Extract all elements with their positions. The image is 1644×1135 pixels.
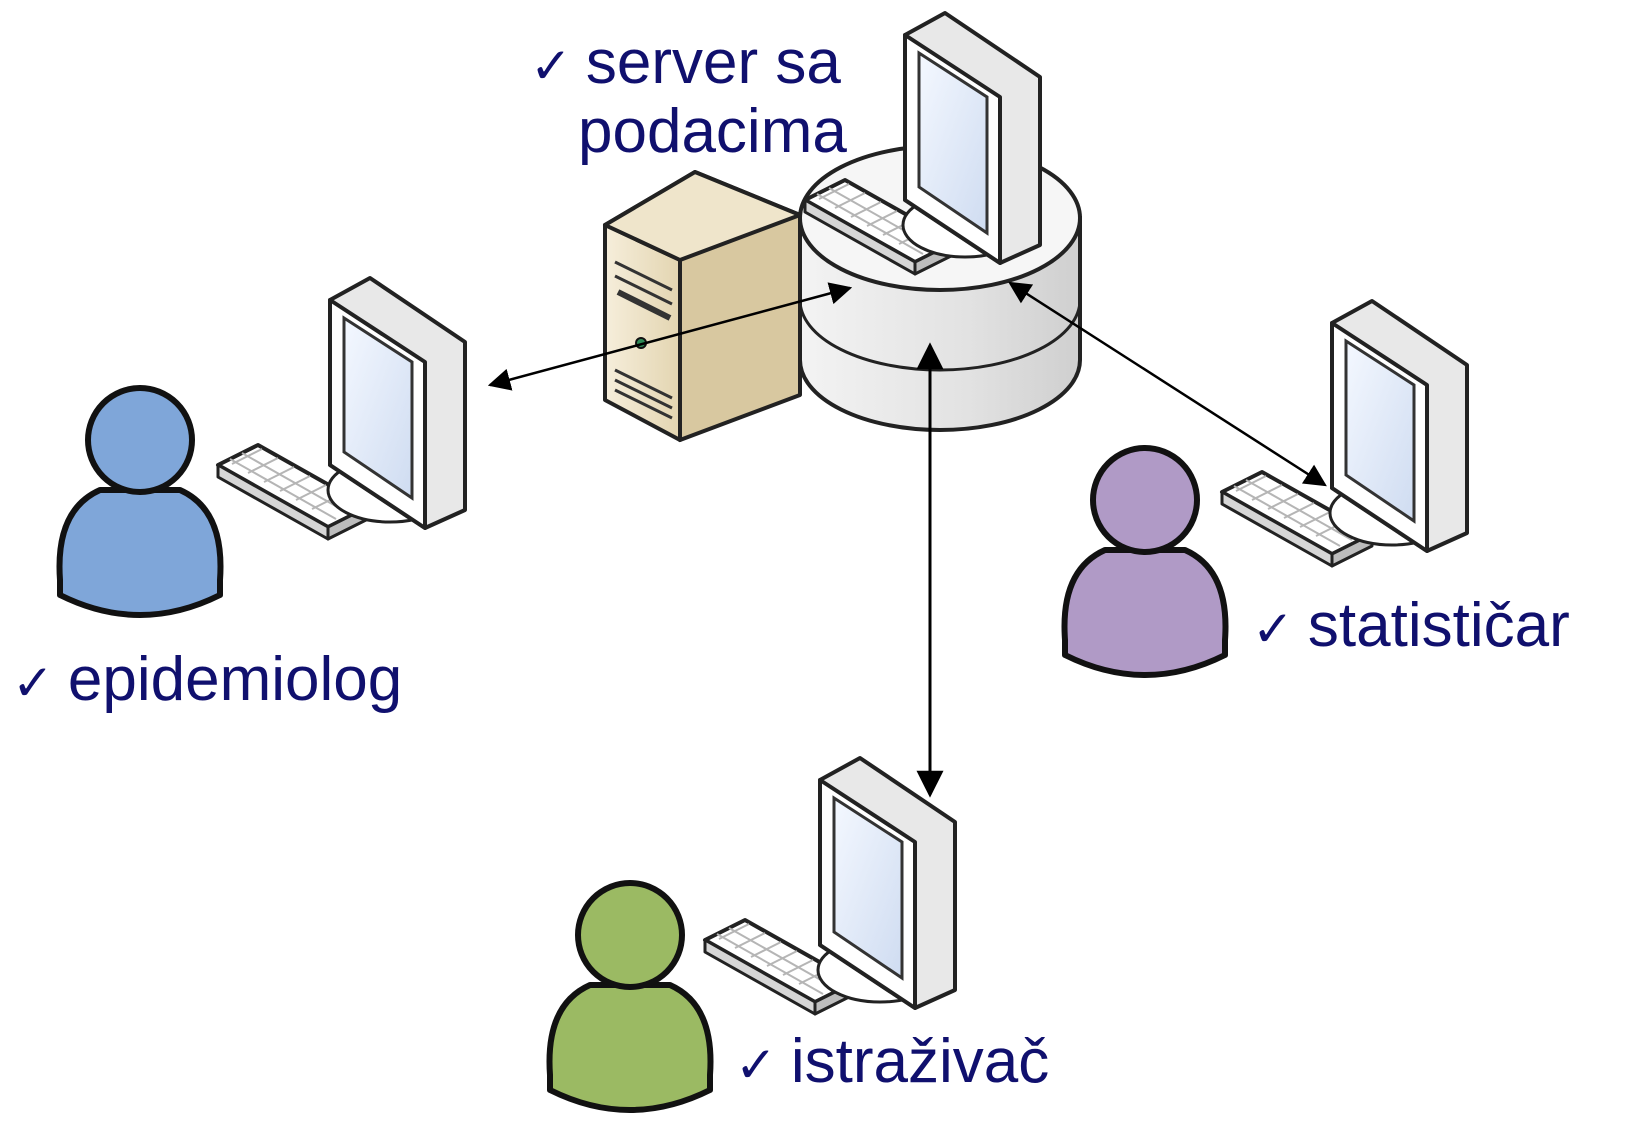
istrazivac-label-text: istraživač xyxy=(790,1027,1050,1096)
epidemiolog-monitor-icon xyxy=(326,276,467,530)
server-monitor-icon xyxy=(901,11,1042,265)
istrazivac-label: ✓istraživač xyxy=(735,1030,1049,1097)
check-icon: ✓ xyxy=(12,654,54,712)
epidemiolog-label-text: epidemiolog xyxy=(67,645,403,714)
check-icon: ✓ xyxy=(735,1036,777,1094)
statisticar-person-icon xyxy=(1065,448,1226,675)
check-icon: ✓ xyxy=(530,37,572,95)
statisticar-label: ✓statističar xyxy=(1252,594,1570,661)
istrazivac-monitor-icon xyxy=(816,756,957,1010)
statisticar-label-text: statističar xyxy=(1307,591,1570,660)
server-label-line1: server sa xyxy=(585,28,841,97)
server-label-line2: podacima xyxy=(578,97,847,166)
epidemiolog-label: ✓epidemiolog xyxy=(12,648,402,715)
istrazivac-person-icon xyxy=(550,883,711,1110)
check-icon: ✓ xyxy=(1252,600,1294,658)
epidemiolog-person-icon xyxy=(60,388,221,615)
link-server-epidemiolog xyxy=(487,282,853,391)
statisticar-monitor-icon xyxy=(1328,299,1469,553)
server-tower-icon xyxy=(603,170,802,442)
link-server-statisticar xyxy=(1008,281,1327,487)
server-label: ✓server sa podacima xyxy=(530,30,847,165)
